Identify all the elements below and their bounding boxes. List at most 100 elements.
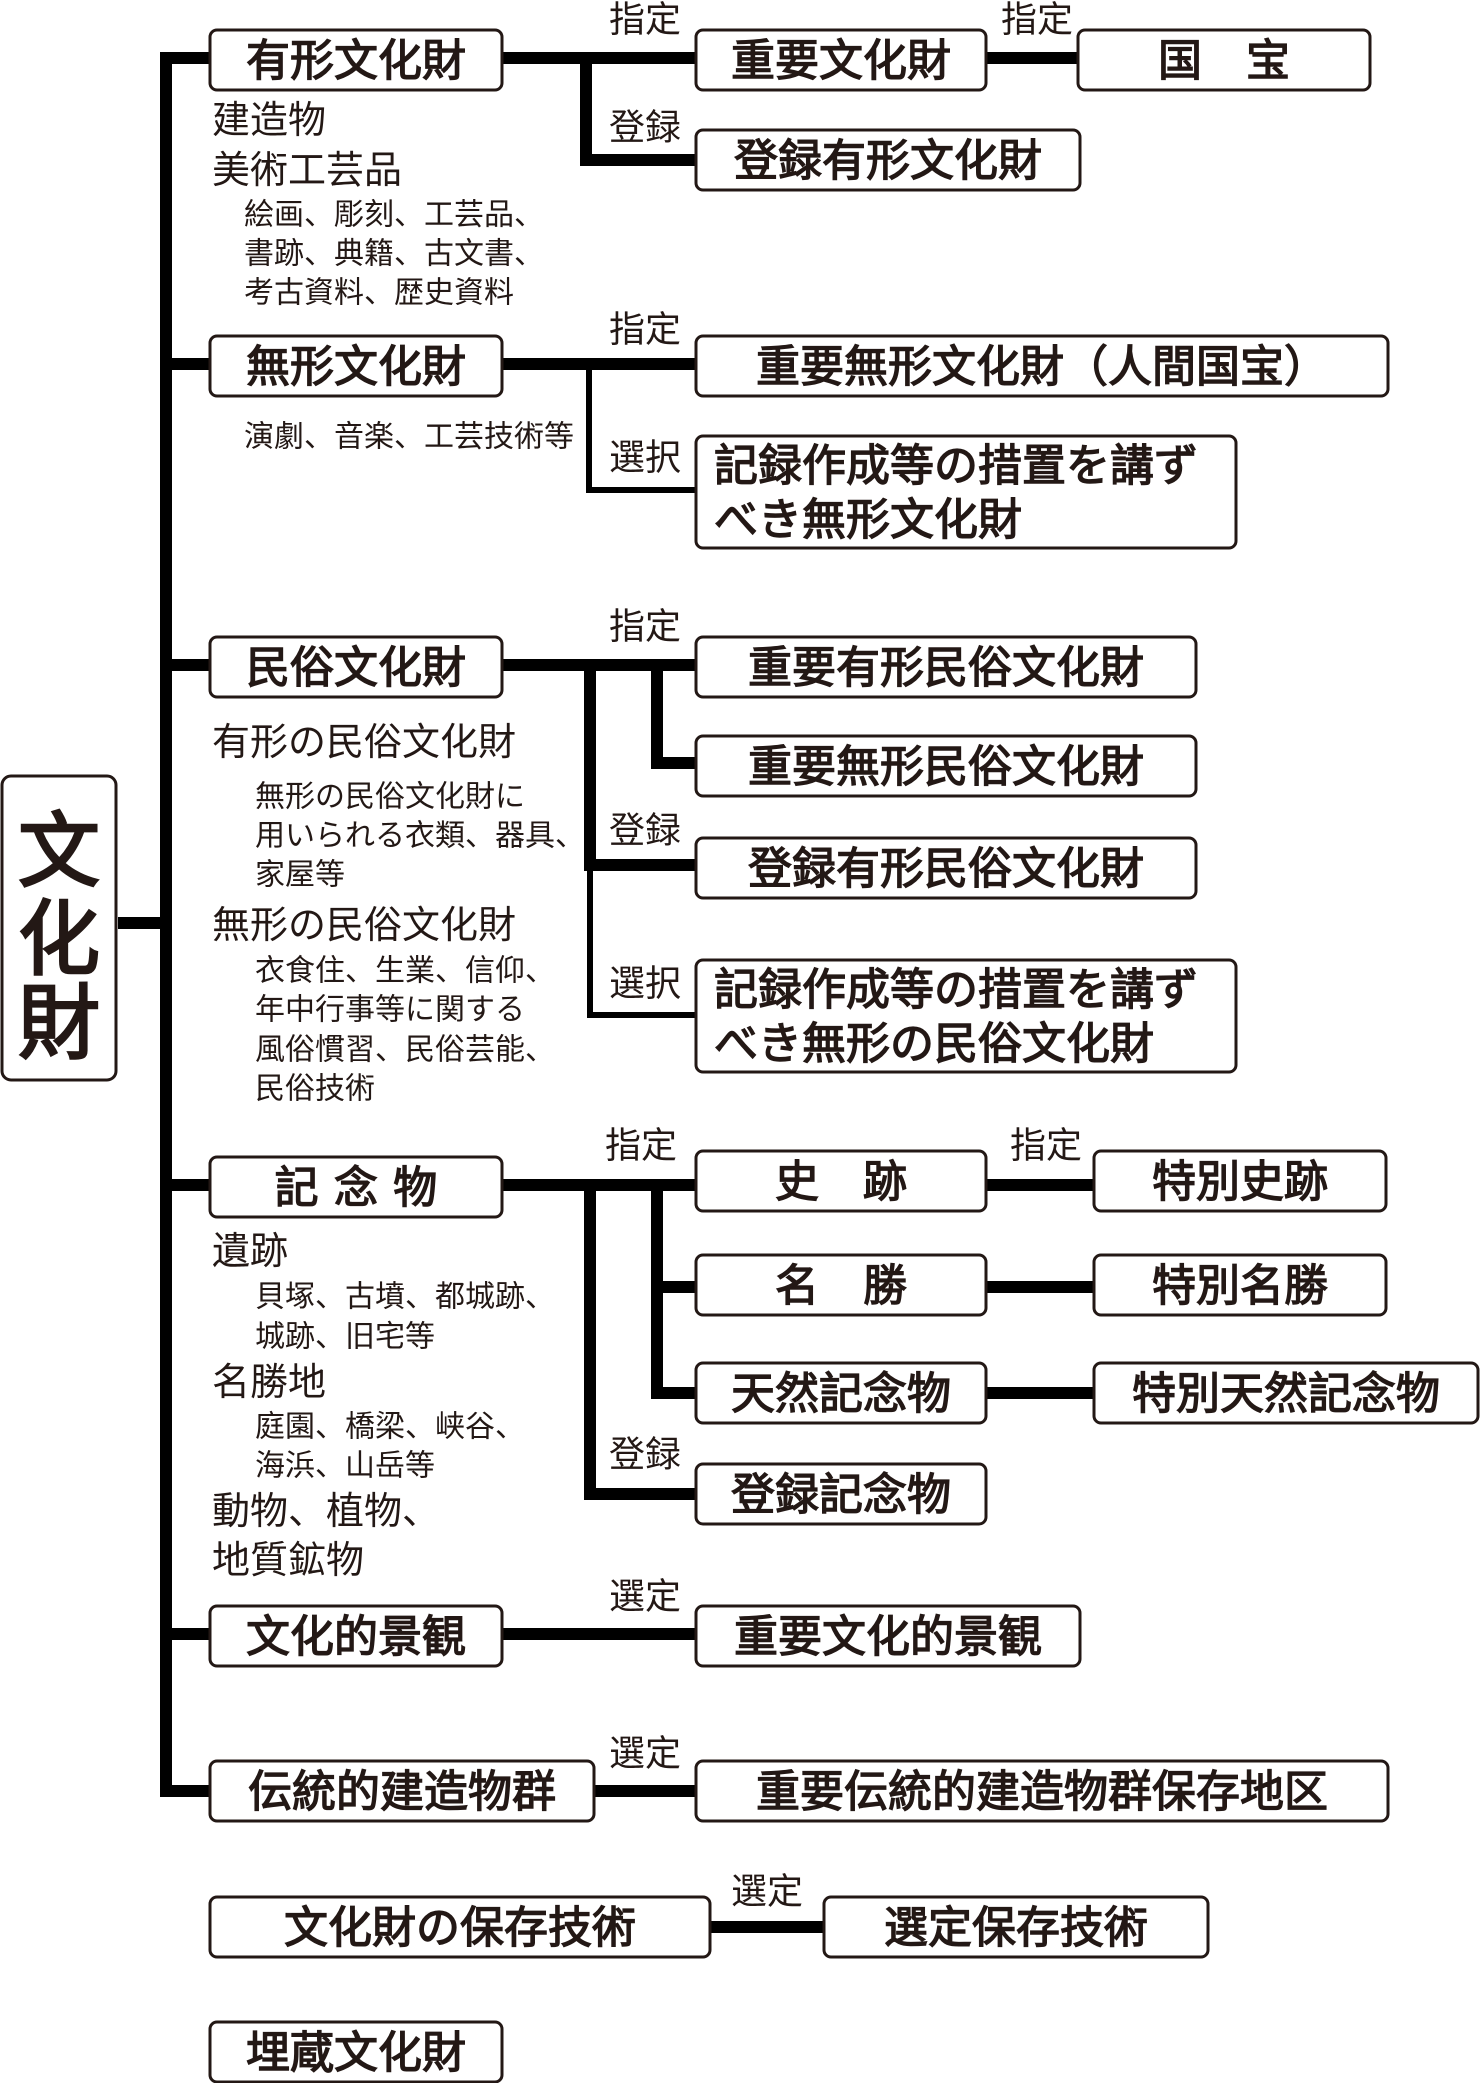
target-toroku-kinenbutsu: 登録記念物 — [694, 1462, 988, 1526]
target-juyo-bunkazai-label: 重要文化財 — [731, 36, 951, 87]
target-tokubetsu-tennen: 特別天然記念物 — [1092, 1361, 1480, 1425]
target-tennen-label: 天然記念物 — [731, 1369, 951, 1420]
target-kiroku-mukei-minzoku-line1: 記録作成等の措置を講ず — [714, 965, 1198, 1016]
category-yukei-label: 有形文化財 — [246, 36, 466, 87]
target-tokubetsu-tennen-label: 特別天然記念物 — [1132, 1369, 1440, 1420]
target-shiseki: 史 跡 — [694, 1149, 988, 1213]
category-maizo-label: 埋蔵文化財 — [246, 2028, 466, 2079]
target-juyo-mukei-minzoku: 重要無形民俗文化財 — [694, 734, 1198, 798]
category-dentoteki: 伝統的建造物群 — [208, 1759, 596, 1823]
mukei-detail: 演劇、音楽、工芸技術等 — [244, 420, 574, 455]
category-keikan-label: 文化的景観 — [246, 1612, 466, 1663]
edge-labels: 指定 指定 登録 指定 選択 指定 登録 選択 指定 指定 登録 選定 選定 選… — [605, 0, 1082, 1913]
category-maizo: 埋蔵文化財 — [208, 2020, 504, 2083]
edge-label-shitei: 指定 — [609, 310, 681, 351]
minzoku-detail: 衣食住、生業、信仰、 — [255, 954, 555, 989]
edge-label-shitei: 指定 — [1001, 0, 1073, 41]
yukei-detail: 書跡、典籍、古文書、 — [244, 237, 544, 272]
minzoku-detail: 民俗技術 — [255, 1072, 375, 1107]
minzoku-detail: 年中行事等に関する — [255, 993, 525, 1028]
category-minzoku: 民俗文化財 — [208, 635, 504, 699]
target-juyo-yukei-minzoku-label: 重要有形民俗文化財 — [748, 643, 1144, 694]
yukei-example: 美術工芸品 — [212, 148, 402, 192]
target-juyo-mukei-label: 重要無形文化財（人間国宝） — [756, 342, 1328, 393]
edge-label-sentaku: 選択 — [609, 964, 681, 1005]
category-minzoku-label: 民俗文化財 — [246, 643, 466, 694]
target-kiroku-mukei-minzoku: 記録作成等の措置を講ず べき無形の民俗文化財 — [694, 958, 1238, 1074]
kinenbutsu-detail: 貝塚、古墳、都城跡、 — [255, 1280, 555, 1315]
category-gijutsu: 文化財の保存技術 — [208, 1895, 712, 1959]
target-juyo-bunkazai: 重要文化財 — [694, 28, 988, 92]
target-kokuho-label: 国 宝 — [1158, 36, 1290, 87]
minzoku-detail: 無形の民俗文化財に — [255, 780, 525, 815]
category-mukei-label: 無形文化財 — [246, 342, 466, 393]
target-juyo-mukei: 重要無形文化財（人間国宝） — [694, 334, 1390, 398]
edge-label-shitei: 指定 — [1010, 1126, 1082, 1167]
target-juyo-dentoteki-label: 重要伝統的建造物群保存地区 — [756, 1767, 1328, 1818]
yukei-example: 建造物 — [212, 98, 326, 142]
target-toroku-yukei-minzoku: 登録有形民俗文化財 — [694, 836, 1198, 900]
root-char-1: 文 — [18, 805, 100, 900]
target-juyo-keikan-label: 重要文化的景観 — [734, 1612, 1042, 1663]
minzoku-heading: 有形の民俗文化財 — [212, 720, 516, 764]
kinenbutsu-detail: 城跡、旧宅等 — [255, 1320, 435, 1355]
target-meisho-label: 名 勝 — [775, 1261, 908, 1312]
yukei-details: 建造物 美術工芸品 絵画、彫刻、工芸品、 書跡、典籍、古文書、 考古資料、歴史資… — [212, 98, 544, 311]
target-shiseki-label: 史 跡 — [775, 1157, 907, 1208]
edge-label-shitei: 指定 — [609, 0, 681, 41]
edge-label-sentaku: 選択 — [609, 438, 681, 479]
target-juyo-mukei-minzoku-label: 重要無形民俗文化財 — [748, 742, 1144, 793]
edge-label-sentei: 選定 — [609, 1734, 681, 1775]
edge-label-sentei: 選定 — [609, 1577, 681, 1618]
kinenbutsu-heading: 遺跡 — [212, 1229, 288, 1273]
target-toroku-yukei: 登録有形文化財 — [694, 128, 1082, 192]
kinenbutsu-detail: 海浜、山岳等 — [255, 1449, 435, 1484]
category-gijutsu-label: 文化財の保存技術 — [284, 1903, 636, 1954]
kinenbutsu-detail: 庭園、橋梁、峡谷、 — [255, 1410, 525, 1445]
mukei-details: 演劇、音楽、工芸技術等 — [244, 420, 574, 455]
minzoku-details: 有形の民俗文化財 無形の民俗文化財に 用いられる衣類、器具、 家屋等 無形の民俗… — [212, 720, 585, 1107]
yukei-detail: 考古資料、歴史資料 — [244, 276, 514, 311]
edge-label-toroku: 登録 — [609, 108, 681, 149]
target-kokuho: 国 宝 — [1076, 28, 1372, 92]
target-tokubetsu-shiseki-label: 特別史跡 — [1152, 1157, 1328, 1208]
target-tennen: 天然記念物 — [694, 1361, 988, 1425]
edge-label-toroku: 登録 — [609, 811, 681, 852]
category-keikan: 文化的景観 — [208, 1604, 504, 1668]
target-tokubetsu-meisho-label: 特別名勝 — [1152, 1261, 1329, 1312]
minzoku-detail: 家屋等 — [255, 858, 345, 893]
minzoku-heading: 無形の民俗文化財 — [212, 903, 516, 947]
target-kiroku-mukei: 記録作成等の措置を講ず べき無形文化財 — [694, 434, 1238, 550]
edge-label-shitei: 指定 — [609, 607, 681, 648]
target-kiroku-mukei-line1: 記録作成等の措置を講ず — [714, 441, 1198, 492]
target-toroku-kinenbutsu-label: 登録記念物 — [730, 1470, 951, 1521]
edge-label-toroku: 登録 — [609, 1435, 681, 1476]
target-sentei-gijutsu-label: 選定保存技術 — [884, 1903, 1148, 1954]
kinenbutsu-heading: 動物、植物、 — [212, 1489, 440, 1533]
category-mukei: 無形文化財 — [208, 334, 504, 398]
category-kinenbutsu-label: 記 念 物 — [275, 1163, 438, 1214]
minzoku-detail: 用いられる衣類、器具、 — [255, 819, 585, 854]
target-kiroku-mukei-minzoku-line2: べき無形の民俗文化財 — [714, 1019, 1154, 1070]
target-toroku-yukei-label: 登録有形文化財 — [733, 136, 1042, 187]
edge-label-shitei: 指定 — [605, 1126, 677, 1167]
kinenbutsu-heading: 地質鉱物 — [212, 1538, 364, 1582]
target-tokubetsu-shiseki: 特別史跡 — [1092, 1149, 1388, 1213]
category-kinenbutsu: 記 念 物 — [208, 1155, 504, 1219]
connector-lines — [118, 52, 1094, 1933]
kinenbutsu-heading: 名勝地 — [212, 1360, 326, 1404]
category-dentoteki-label: 伝統的建造物群 — [248, 1767, 556, 1818]
root-char-3: 財 — [18, 977, 100, 1072]
target-meisho: 名 勝 — [694, 1253, 988, 1317]
root-char-2: 化 — [18, 893, 100, 988]
target-sentei-gijutsu: 選定保存技術 — [822, 1895, 1210, 1959]
minzoku-detail: 風俗慣習、民俗芸能、 — [255, 1033, 555, 1068]
edge-label-sentei: 選定 — [731, 1872, 803, 1913]
target-juyo-yukei-minzoku: 重要有形民俗文化財 — [694, 635, 1198, 699]
target-toroku-yukei-minzoku-label: 登録有形民俗文化財 — [747, 844, 1144, 895]
target-juyo-dentoteki: 重要伝統的建造物群保存地区 — [694, 1759, 1390, 1823]
target-juyo-keikan: 重要文化的景観 — [694, 1604, 1082, 1668]
target-kiroku-mukei-line2: べき無形文化財 — [714, 495, 1022, 546]
yukei-detail: 絵画、彫刻、工芸品、 — [244, 198, 544, 233]
